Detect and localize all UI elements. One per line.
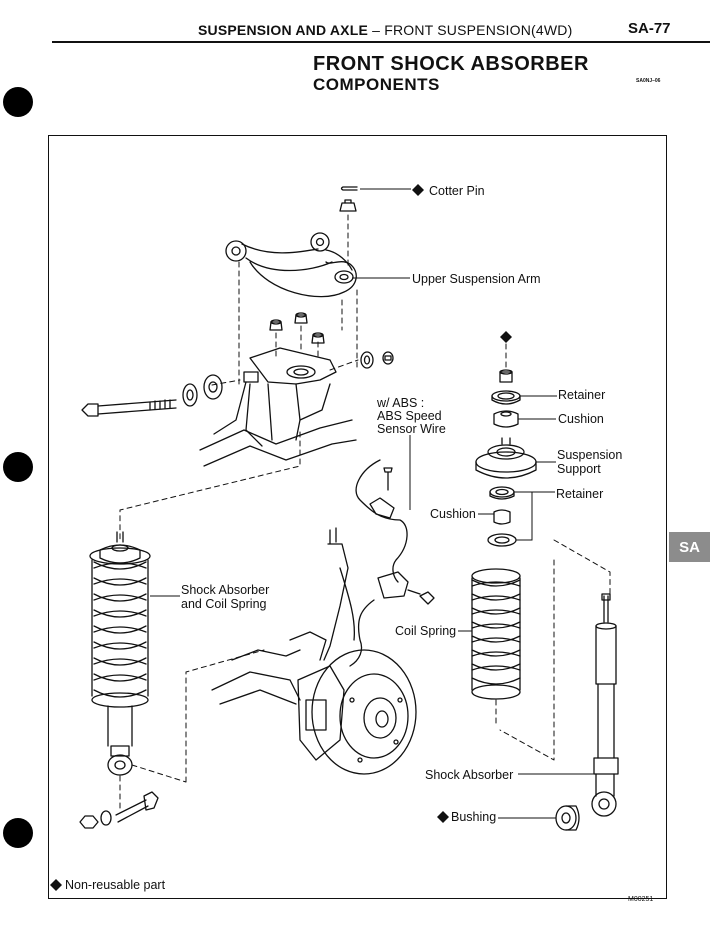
legend-diamond-icon: [50, 879, 62, 891]
binder-hole-middle: [3, 452, 33, 482]
label-retainer-bottom: Retainer: [556, 487, 604, 501]
abs-wire-drawing: [349, 459, 435, 667]
bracket-nuts-drawing: [269, 312, 325, 344]
legend-text: Non-reusable part: [65, 878, 166, 892]
cam-bolt-drawing: [81, 374, 223, 417]
figure-number: M00251: [628, 896, 654, 903]
upper-mount-stack-drawing: [475, 369, 537, 547]
binder-hole-top: [3, 87, 33, 117]
label-abs-speed: ABS Speed: [377, 409, 442, 423]
label-upper-suspension-arm: Upper Suspension Arm: [412, 272, 541, 286]
page-number: SA-77: [628, 20, 671, 37]
label-retainer-top: Retainer: [558, 388, 606, 402]
washer-pair-drawing: [360, 351, 394, 369]
page-subtitle: COMPONENTS: [313, 75, 440, 94]
lower-bolt-nut-drawing: [79, 791, 159, 829]
label-coil-spring: Coil Spring: [395, 624, 457, 638]
label-shock-absorber: Shock Absorber: [425, 768, 514, 782]
diagram-frame: [48, 135, 667, 899]
page-title: FRONT SHOCK ABSORBER: [313, 53, 589, 75]
frame-bracket-drawing: [199, 347, 357, 467]
bushing-drawing: [555, 805, 580, 831]
running-header: SUSPENSION AND AXLE – FRONT SUSPENSION(4…: [198, 22, 572, 38]
label-shock-coil-2: and Coil Spring: [181, 597, 267, 611]
header-subsection: FRONT SUSPENSION(4WD): [384, 22, 573, 38]
upper-suspension-arm-drawing: [225, 232, 357, 298]
label-shock-coil-1: Shock Absorber: [181, 583, 270, 597]
steering-knuckle-disc-drawing: [211, 527, 417, 775]
castle-nut-drawing: [339, 199, 357, 212]
section-tab: SA: [669, 532, 710, 562]
label-abs-heading: w/ ABS :: [377, 396, 425, 410]
label-suspension-support-1: Suspension: [557, 448, 623, 462]
coil-spring-drawing: [471, 568, 521, 700]
label-bushing: Bushing: [451, 810, 497, 824]
label-cushion-top: Cushion: [558, 412, 604, 426]
document-code: SA0NJ–06: [636, 78, 661, 84]
cotter-pin-diamond-icon: [412, 184, 424, 196]
label-cushion-left: Cushion: [430, 507, 476, 521]
label-abs-sensor-wire: Sensor Wire: [377, 422, 446, 436]
header-dash: –: [368, 22, 385, 38]
cotter-pin-drawing: [340, 186, 358, 191]
header-section: SUSPENSION AND AXLE: [198, 22, 369, 38]
header-rule: [52, 41, 710, 43]
assembled-shock-coil-drawing: [89, 531, 151, 776]
label-suspension-support-2: Support: [557, 462, 601, 476]
label-cotter-pin: Cotter Pin: [429, 184, 485, 198]
shock-absorber-drawing: [591, 593, 619, 817]
bushing-diamond-icon: [437, 811, 449, 823]
nut-diamond-icon: [500, 331, 512, 343]
binder-hole-bottom: [3, 818, 33, 848]
